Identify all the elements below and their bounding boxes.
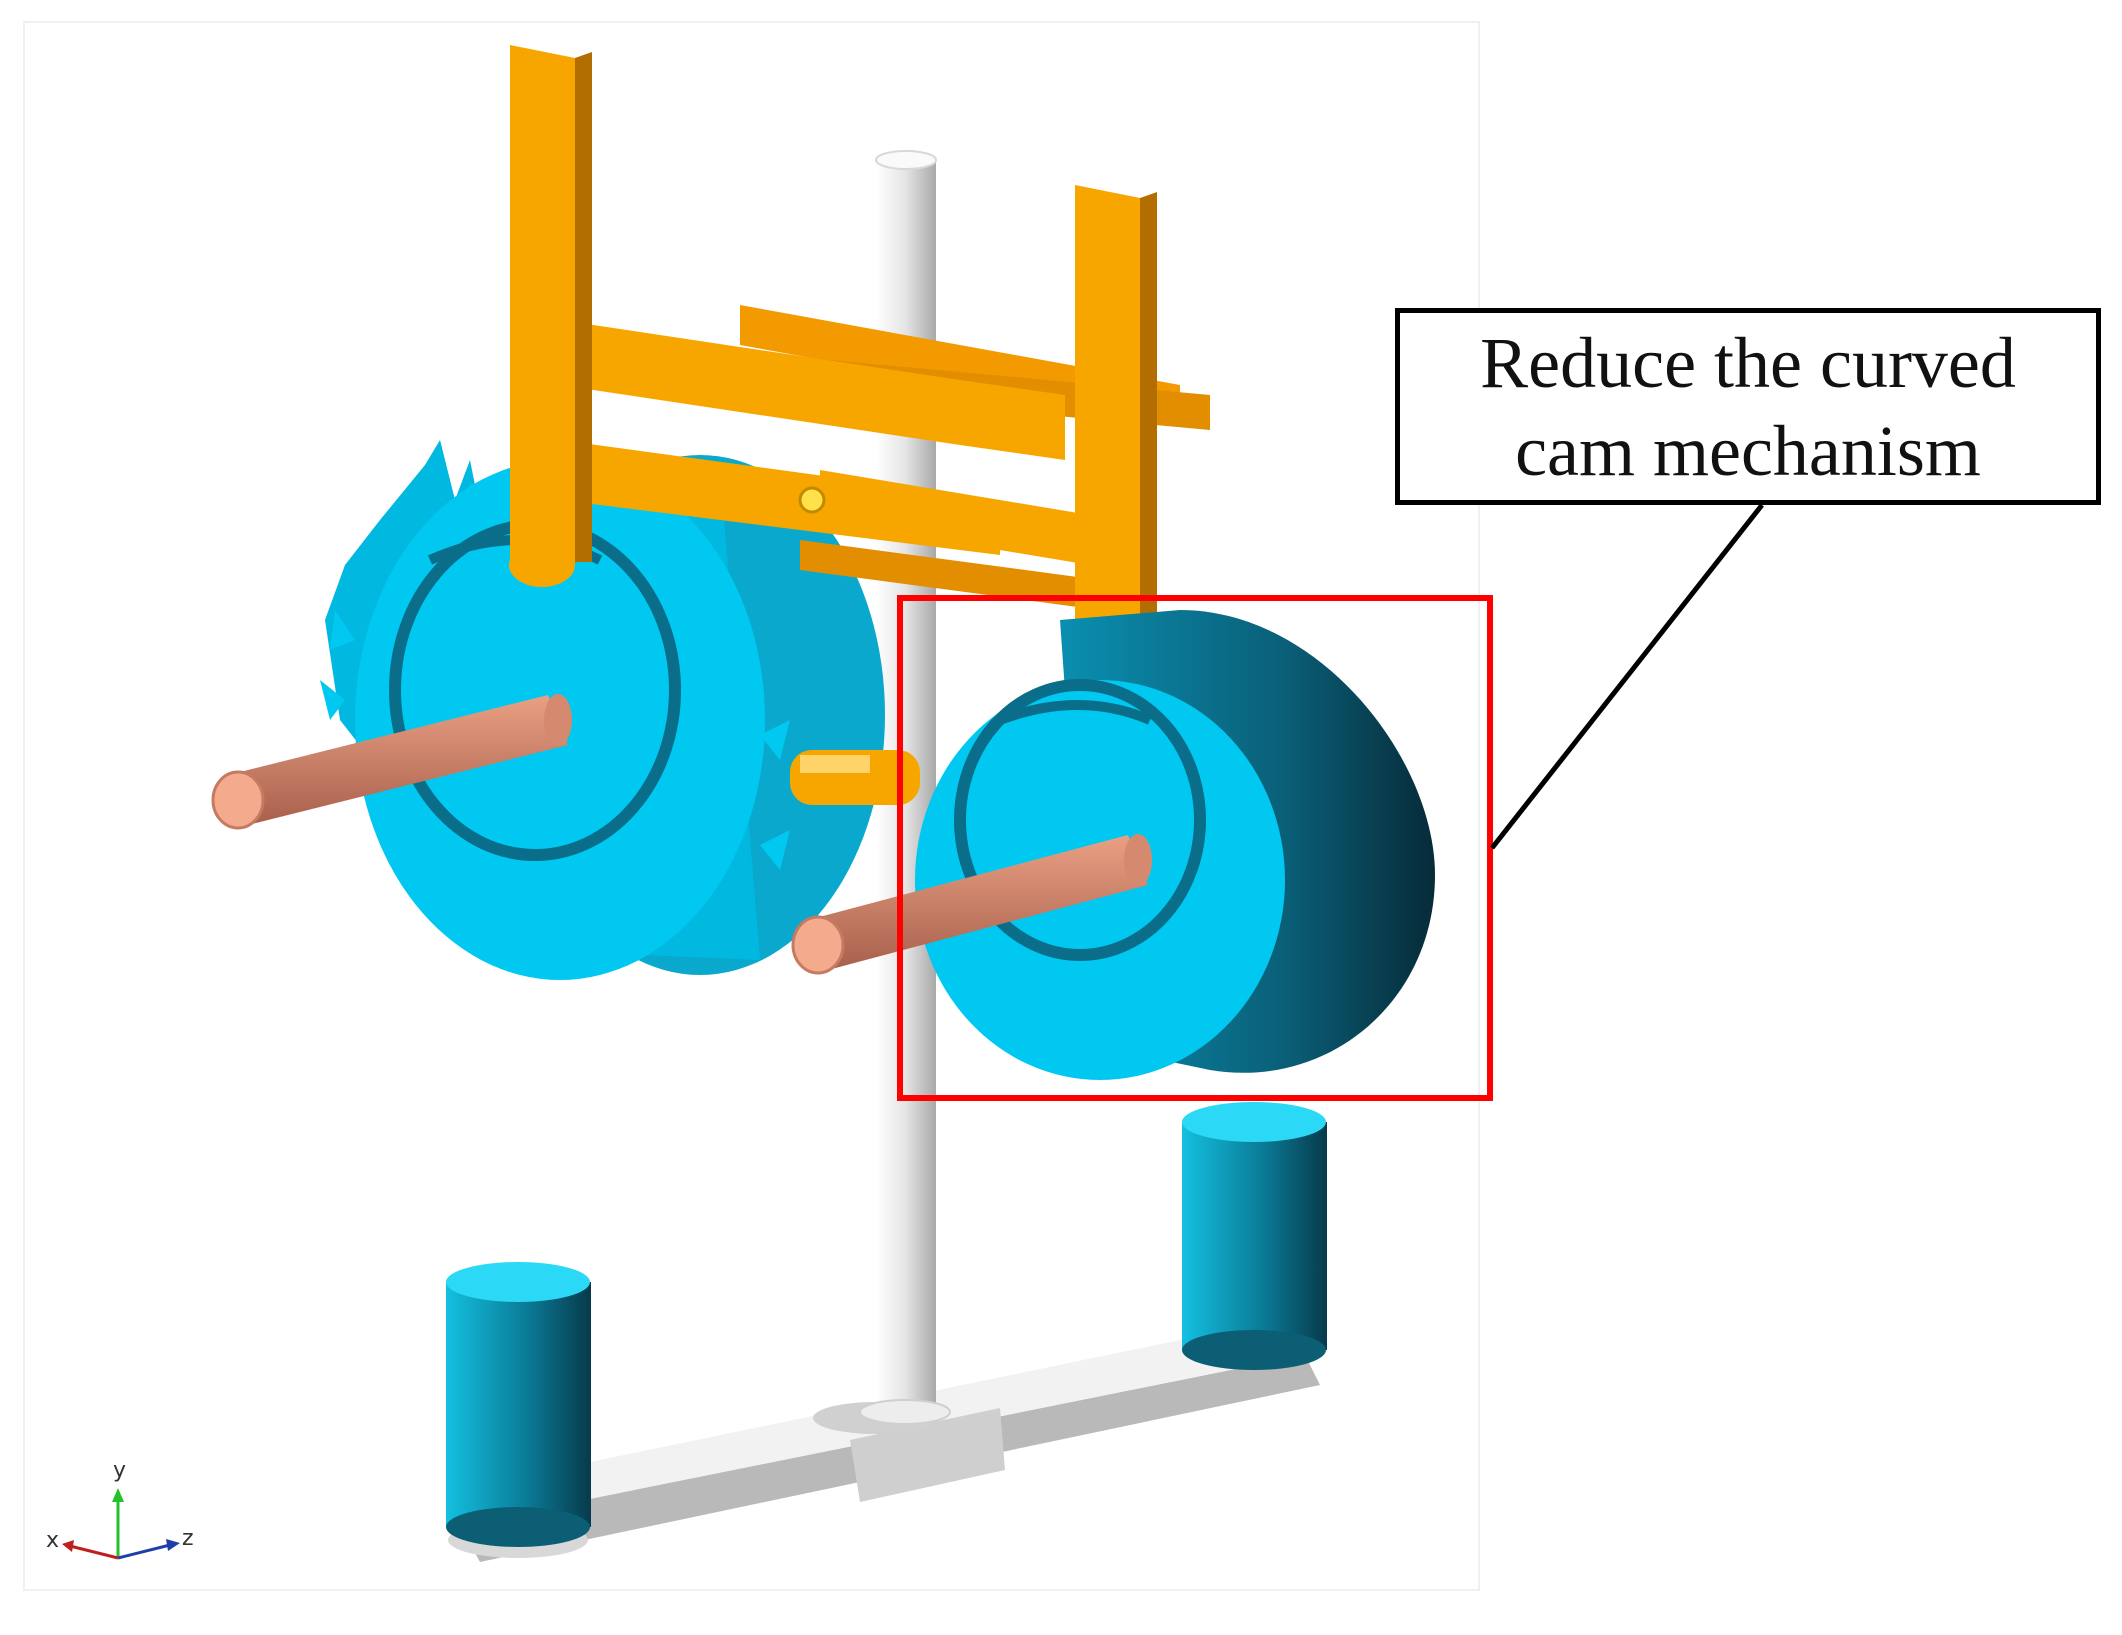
shaft-left <box>211 694 572 830</box>
axis-triad <box>62 1488 180 1560</box>
highlight-box <box>897 595 1493 1101</box>
axis-label-x: x <box>46 1528 60 1553</box>
base-plate <box>455 1340 1320 1562</box>
cam-right <box>915 610 1435 1080</box>
axis-label-y: y <box>113 1458 127 1483</box>
shaft-right <box>791 834 1152 975</box>
axis-label-z: z <box>182 1526 194 1551</box>
callout-box: Reduce the curved cam mechanism <box>1395 308 2101 505</box>
callout-text-line2: cam mechanism <box>1515 410 1981 491</box>
support-cylinder-right <box>1182 1102 1327 1370</box>
support-cylinder-left <box>446 1262 591 1558</box>
render-viewport-border <box>23 21 1480 1591</box>
callout-leader-line <box>1490 503 1764 850</box>
callout-text-line1: Reduce the curved <box>1480 322 2016 403</box>
